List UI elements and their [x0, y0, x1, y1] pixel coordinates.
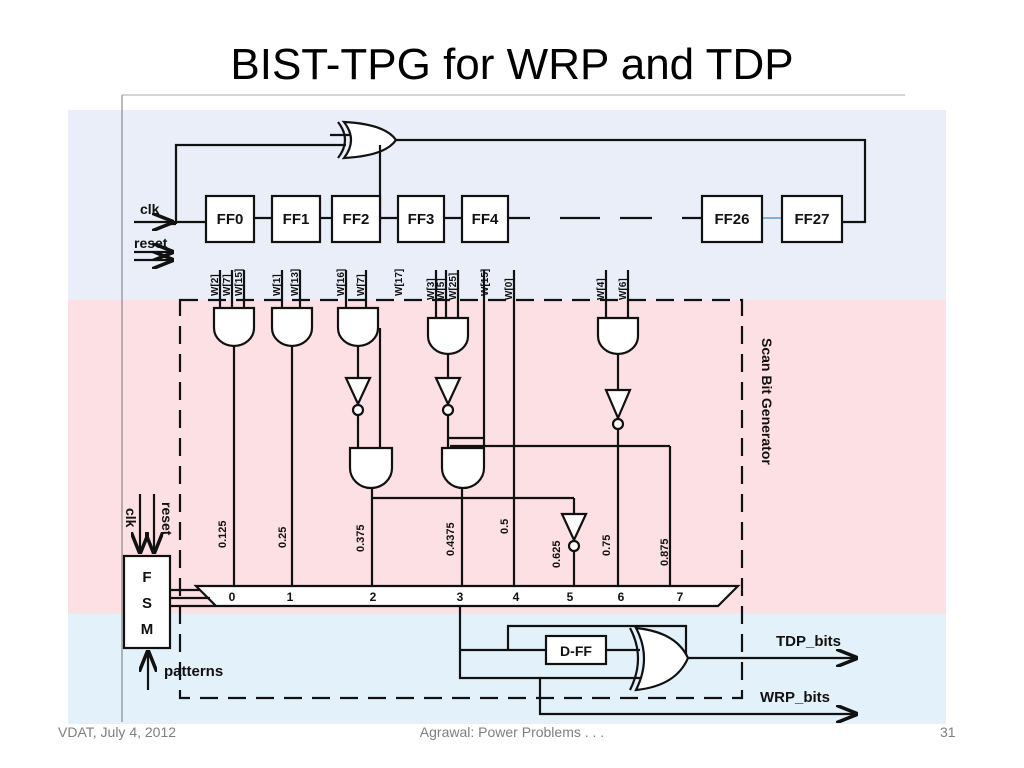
footer-page-number: 31 — [940, 724, 956, 740]
tap-label: W[2] — [210, 274, 221, 296]
ff27-box — [780, 194, 844, 244]
prob-label: 0.4375 — [445, 522, 457, 556]
feedback-xor-gate — [337, 120, 398, 160]
inverter-3 — [604, 388, 632, 421]
mux-8to1 — [193, 584, 741, 608]
inverter-4 — [560, 512, 588, 543]
wrp-bits-label: WRP_bits — [760, 689, 830, 706]
ff1-label: FF1 — [283, 211, 310, 228]
feedback-line-right — [396, 138, 867, 224]
ff4-box — [460, 194, 510, 244]
fsm-m: M — [141, 621, 154, 638]
ff0-label: FF0 — [217, 211, 244, 228]
tap-label: W[15] — [480, 269, 491, 296]
inverter-2 — [434, 376, 462, 407]
mux-input-label: 1 — [287, 590, 294, 604]
mux-input-label: 7 — [677, 590, 684, 604]
middle-band — [68, 300, 946, 614]
prob-label: 0.25 — [277, 527, 289, 548]
ff3-box — [396, 194, 446, 244]
mux-input-label: 0 — [229, 590, 236, 604]
ff4-label: FF4 — [472, 211, 499, 228]
tap-label: W[7] — [356, 274, 367, 296]
mux-input-label: 3 — [457, 590, 464, 604]
and-gate-2 — [270, 306, 314, 348]
and-gate-1 — [212, 306, 256, 348]
tap-label: W[5] — [436, 278, 447, 300]
slide-title: BIST-TPG for WRP and TDP — [230, 40, 794, 89]
footer-author: Agrawal: Power Problems . . . — [419, 724, 605, 740]
ff2-box — [330, 194, 382, 244]
ff0-box — [204, 194, 256, 244]
dff-label: D-FF — [560, 643, 592, 659]
scan-bit-generator-label: Scan Bit Generator — [759, 338, 775, 465]
tap-label: W[0] — [504, 278, 515, 300]
tap-label: W[13] — [290, 269, 301, 296]
dff-box — [544, 634, 608, 666]
prob-label: 0.875 — [659, 538, 671, 566]
ff26-label: FF26 — [714, 211, 749, 228]
prob-label: 0.125 — [217, 520, 229, 548]
tap-label: W[25] — [448, 273, 459, 300]
prob-label: 0.625 — [551, 540, 563, 568]
inverter-1 — [344, 376, 372, 407]
mux-input-label: 2 — [370, 590, 377, 604]
tap-label: W[16] — [336, 269, 347, 296]
tap-label: W[4] — [596, 278, 607, 300]
and-gate-5 — [596, 316, 640, 356]
output-xor-gate — [629, 626, 690, 692]
ff26-box — [700, 194, 764, 244]
mux-input-label: 4 — [513, 590, 520, 604]
tap-label: W[7] — [222, 274, 233, 296]
tap-label: W[15] — [234, 269, 245, 296]
scan-bit-generator-box — [178, 298, 744, 700]
reset-label: reset — [134, 235, 168, 251]
footer-date: VDAT, July 4, 2012 — [58, 724, 177, 740]
and-gate-7 — [440, 446, 486, 490]
patterns-label: patterns — [164, 663, 223, 680]
prob-label: 0.75 — [601, 535, 613, 556]
ff27-label: FF27 — [794, 211, 829, 228]
mux-input-label: 6 — [618, 590, 625, 604]
tap-label: W[6] — [618, 278, 629, 300]
ff1-box — [270, 194, 322, 244]
prob-label: 0.375 — [355, 524, 367, 552]
fsm-reset-label: reset — [159, 502, 175, 536]
clk-label: clk — [140, 201, 160, 217]
fsm-f: F — [142, 569, 151, 586]
ff2-label: FF2 — [343, 211, 370, 228]
tap-label: W[1] — [272, 274, 283, 296]
tdp-bits-label: TDP_bits — [776, 633, 841, 650]
tap-label: W[17] — [394, 269, 405, 296]
feedback-line-left — [174, 143, 346, 224]
and-gate-4 — [426, 316, 470, 356]
ff3-label: FF3 — [408, 211, 435, 228]
fsm-s: S — [142, 595, 152, 612]
and-gate-3 — [336, 306, 380, 348]
and-gate-6 — [348, 446, 394, 490]
mux-input-label: 5 — [567, 590, 574, 604]
tap-label: W[3] — [426, 278, 437, 300]
fsm-clk-label: clk — [123, 508, 139, 528]
fsm-box — [122, 554, 172, 650]
prob-label: 0.5 — [499, 519, 511, 534]
